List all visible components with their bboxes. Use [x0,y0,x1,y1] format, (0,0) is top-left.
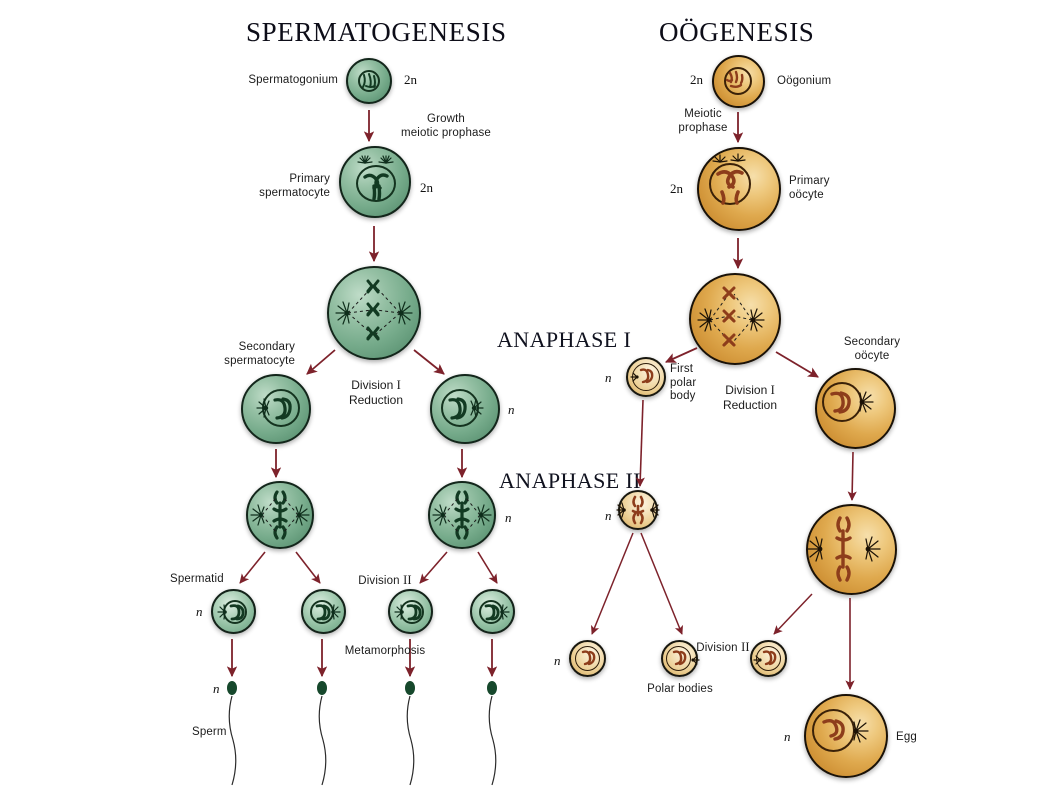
nucleus-primary-spermatocyte [356,165,396,202]
ring-polar-body-1 [575,646,600,671]
ploidy-anaphase-ii-polar-body: n [605,508,612,523]
arrow-polarbody-split-left [591,532,634,635]
ploidy-primary-spermatocyte: 2n [420,180,433,195]
label-sperm: Sperm [192,726,227,738]
arrow-division2-b [295,551,321,584]
ploidy-secondary-spermatocyte-right: n [508,402,515,417]
cell-spermatogonium[interactable] [346,58,392,104]
cell-anaphase-ii-oocyte[interactable] [806,504,897,595]
nucleus-oogonium [724,67,752,95]
label-secondary-spermatocyte: Secondary spermatocyte [224,341,295,367]
anaphase-ii-label: ANAPHASE II [499,468,641,493]
spermatogenesis-title: SPERMATOGENESIS [246,17,507,47]
label-polar-bodies: Polar bodies [647,683,713,695]
sperm-4 [487,681,497,786]
ploidy-egg: n [784,729,791,744]
sperm-2 [317,681,327,786]
cell-meiosis-i-oocyte[interactable] [689,273,781,365]
label-spermatid: Spermatid [170,573,224,585]
arrow-oocyte-to-polar-body [773,593,813,635]
ploidy-spermatogonium: 2n [404,72,417,87]
label-growth-meiotic-prophase: Growth meiotic prophase [401,113,491,139]
sperm-3 [405,681,415,786]
ring-first-polar-body [632,363,660,391]
ploidy-first-polar-body: n [605,370,612,385]
arrow-to-first-polar-body [665,347,698,363]
ploidy-spermatid: n [196,604,203,619]
nucleus-spermatid-3 [400,600,424,624]
label-first-polar-body: First polar body [670,363,697,403]
nucleus-spermatid-2 [310,600,334,624]
ploidy-oogonium: 2n [690,72,703,87]
label-oogonium: Oögonium [777,75,832,87]
nucleus-egg [812,709,855,752]
nucleus-primary-oocyte [709,163,751,205]
ploidy-sperm: n [213,681,220,696]
cell-anaphase-ii-polar-body[interactable] [618,490,658,530]
nucleus-secondary-spermatocyte-left [262,389,300,427]
label-spermatogonium: Spermatogonium [248,74,338,86]
label-metamorphosis: Metamorphosis [344,645,426,657]
oogenesis-title: OÖGENESIS [659,17,815,47]
nucleus-spermatid-4 [479,600,503,624]
anaphase-i-label: ANAPHASE I [497,327,632,352]
cell-meiosis-i-spermatocyte[interactable] [327,266,421,360]
arrow-secondary-oocyte-down [847,451,857,501]
label-primary-spermatocyte: Primary spermatocyte [259,173,330,199]
label-division-ii-oocyte: Division II [696,640,750,654]
label-primary-oocyte: Primary oöcyte [789,175,830,201]
label-meiotic-prophase: Meiotic prophase [678,108,728,134]
nucleus-secondary-oocyte [822,382,862,422]
label-secondary-oocyte: Secondary oöcyte [843,336,901,362]
nucleus-spermatogonium [358,70,380,92]
nucleus-spermatid-1 [223,600,247,624]
arrow-division1-left [306,349,336,375]
ploidy-polar-body-1: n [554,653,561,668]
cell-anaphase-ii-left[interactable] [246,481,314,549]
ploidy-primary-oocyte: 2n [670,181,683,196]
arrow-polarbody-split-right [640,532,683,635]
ploidy-anaphase-ii-right: n [505,510,512,525]
label-division-ii-sperm: Division II [358,573,412,587]
arrow-division2-d [477,551,498,584]
label-egg: Egg [896,731,917,743]
cell-anaphase-ii-right[interactable] [428,481,496,549]
nucleus-secondary-spermatocyte-right [441,389,479,427]
ring-polar-body-2 [666,646,691,671]
